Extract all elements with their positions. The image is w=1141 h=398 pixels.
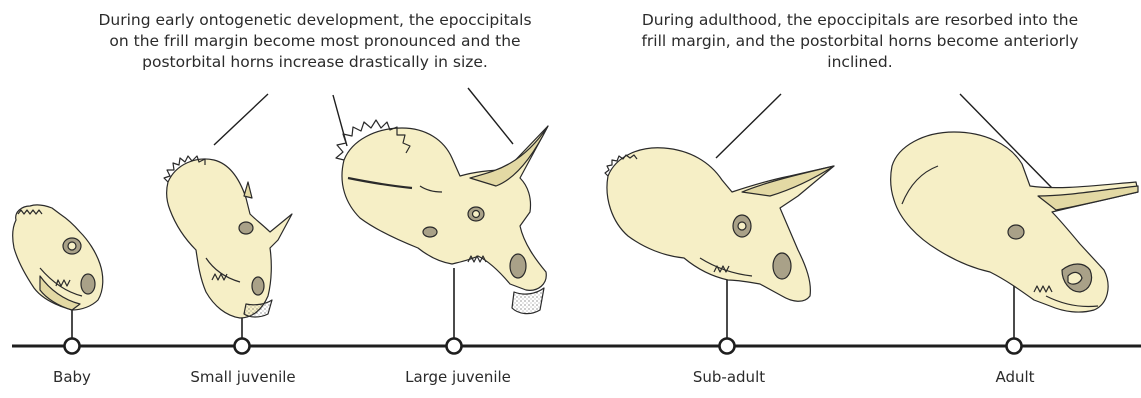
marker-small-juvenile xyxy=(235,339,250,354)
sub-adult-skull-icon xyxy=(605,148,834,302)
stage-label-adult: Adult xyxy=(995,368,1034,386)
stage-label-small-juvenile: Small juvenile xyxy=(190,368,295,386)
baby-skull-icon xyxy=(13,205,103,310)
caption-adulthood: During adulthood, the epoccipitals are r… xyxy=(600,10,1120,73)
marker-baby xyxy=(65,339,80,354)
large-juvenile-skull-icon xyxy=(336,120,548,314)
marker-sub-adult xyxy=(720,339,735,354)
stage-label-sub-adult: Sub-adult xyxy=(693,368,765,386)
stage-label-baby: Baby xyxy=(53,368,91,386)
small-juvenile-skull-icon xyxy=(164,156,292,318)
marker-adult xyxy=(1007,339,1022,354)
adult-skull-icon xyxy=(891,132,1138,312)
caption-early-development: During early ontogenetic development, th… xyxy=(55,10,575,73)
stage-label-large-juvenile: Large juvenile xyxy=(405,368,511,386)
marker-large-juvenile xyxy=(447,339,462,354)
